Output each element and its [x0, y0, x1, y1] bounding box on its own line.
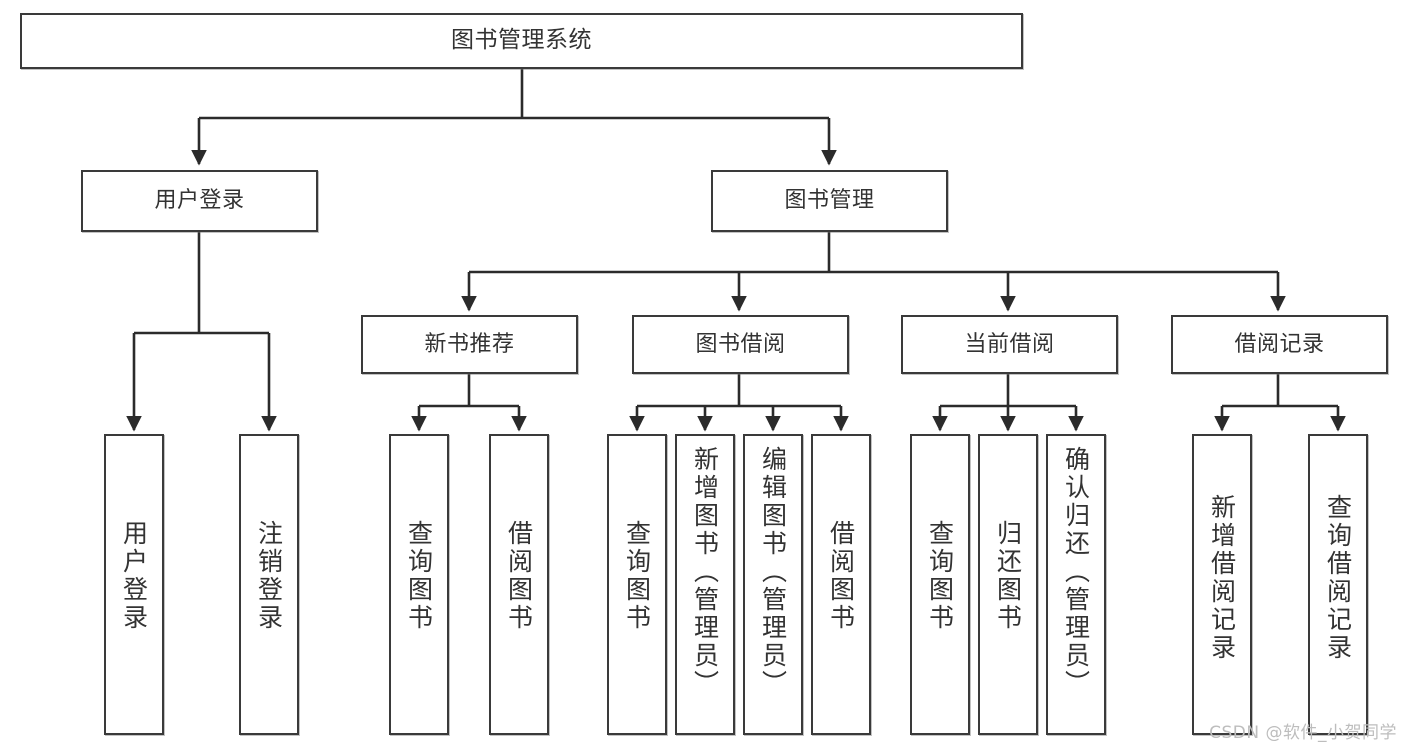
node-label: 当前借阅	[964, 331, 1055, 357]
node-borrow-records[interactable]: 借阅记录	[1171, 315, 1388, 374]
leaf-current-return-book[interactable]: 归还图书	[978, 434, 1038, 735]
node-label: 查询图书	[622, 520, 652, 632]
leaf-user-login-logout[interactable]: 注销登录	[239, 434, 299, 735]
node-label: 借阅记录	[1234, 331, 1325, 357]
node-label: 新增图书（管理员）	[690, 446, 720, 698]
node-label: 注销登录	[254, 520, 284, 632]
node-label: 编辑图书（管理员）	[758, 446, 788, 698]
leaf-borrow-edit-book-admin[interactable]: 编辑图书（管理员）	[743, 434, 803, 735]
leaf-borrow-borrow-book[interactable]: 借阅图书	[811, 434, 871, 735]
csdn-watermark: CSDN @软件_小贺同学	[1209, 723, 1397, 743]
node-label: 借阅图书	[826, 520, 856, 632]
node-user-login[interactable]: 用户登录	[81, 170, 318, 232]
node-label: 新书推荐	[424, 331, 515, 357]
node-new-book-recommend[interactable]: 新书推荐	[361, 315, 578, 374]
leaf-recommend-borrow-book[interactable]: 借阅图书	[489, 434, 549, 735]
node-label: 用户登录	[119, 520, 149, 632]
node-book-management[interactable]: 图书管理	[711, 170, 948, 232]
node-label: 查询图书	[404, 520, 434, 632]
node-label: 新增借阅记录	[1207, 494, 1237, 662]
node-label: 图书管理	[784, 188, 875, 214]
node-label: 确认归还（管理员）	[1061, 446, 1091, 698]
leaf-borrow-query-book[interactable]: 查询图书	[607, 434, 667, 735]
leaf-current-confirm-return-admin[interactable]: 确认归还（管理员）	[1046, 434, 1106, 735]
leaf-user-login-login[interactable]: 用户登录	[104, 434, 164, 735]
leaf-current-query-book[interactable]: 查询图书	[910, 434, 970, 735]
node-root-book-management-system[interactable]: 图书管理系统	[20, 13, 1023, 69]
node-label: 用户登录	[154, 188, 245, 214]
leaf-records-query-record[interactable]: 查询借阅记录	[1308, 434, 1368, 735]
node-label: 查询图书	[925, 520, 955, 632]
node-label: 图书借阅	[695, 331, 786, 357]
node-label: 图书管理系统	[451, 27, 592, 54]
leaf-recommend-query-book[interactable]: 查询图书	[389, 434, 449, 735]
leaf-records-add-record[interactable]: 新增借阅记录	[1192, 434, 1252, 735]
node-current-borrow[interactable]: 当前借阅	[901, 315, 1118, 374]
node-label: 查询借阅记录	[1323, 494, 1353, 662]
node-book-borrow[interactable]: 图书借阅	[632, 315, 849, 374]
node-label: 归还图书	[993, 520, 1023, 632]
leaf-borrow-add-book-admin[interactable]: 新增图书（管理员）	[675, 434, 735, 735]
node-label: 借阅图书	[504, 520, 534, 632]
